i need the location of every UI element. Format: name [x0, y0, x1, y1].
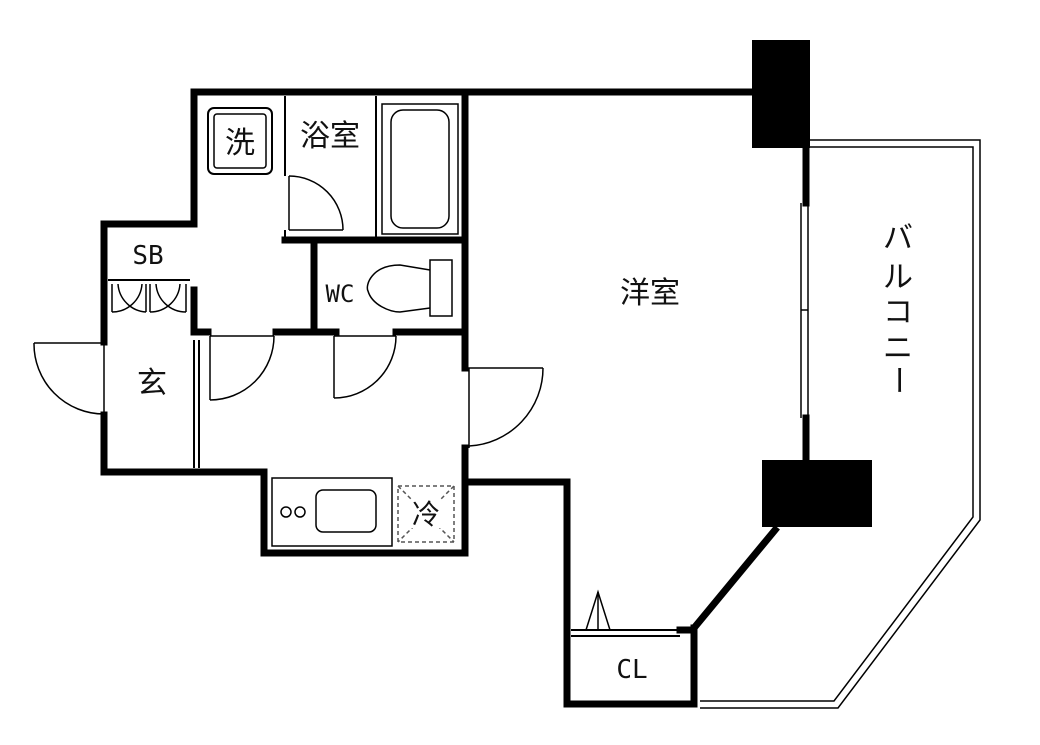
entrance-label: 玄	[137, 366, 167, 401]
entrance-door	[33, 342, 105, 415]
bathroom-label: 浴室	[300, 119, 360, 154]
balcony-char-1: バ	[883, 221, 913, 256]
bathtub	[381, 103, 459, 235]
balcony-char-4: ニ	[883, 331, 913, 366]
balcony-char-3: コ	[883, 295, 913, 330]
fridge-label: 冷	[412, 498, 440, 531]
washing-machine	[207, 107, 273, 175]
angled-wall	[676, 525, 780, 634]
toilet-label: WC	[326, 280, 355, 308]
doors	[33, 175, 611, 631]
toilet-door	[333, 335, 397, 399]
fridge-space	[397, 485, 455, 543]
column-bottom	[762, 460, 872, 527]
shoe-box-doors	[111, 283, 187, 313]
balcony-sliding-window	[800, 203, 809, 418]
balcony-outline	[700, 139, 981, 709]
balcony-char-2: ル	[883, 260, 913, 295]
column-top	[752, 40, 810, 148]
shoe-box-label: SB	[132, 241, 163, 271]
thin-partitions	[108, 96, 680, 637]
washroom-label: 洗	[225, 126, 255, 161]
closet-door	[585, 589, 611, 631]
western-room-label: 洋室	[620, 276, 680, 311]
balcony-char-5: ー	[880, 365, 915, 395]
balcony-label: バ ル コ ニ ー	[880, 221, 915, 395]
toilet	[366, 259, 453, 317]
western-room-door	[465, 367, 544, 448]
kitchen-counter	[271, 477, 393, 547]
bathroom-door	[288, 175, 344, 231]
closet-label: CL	[616, 655, 647, 685]
walls	[100, 88, 810, 708]
fridge-label-bg	[410, 500, 442, 528]
washroom-door	[209, 335, 275, 401]
